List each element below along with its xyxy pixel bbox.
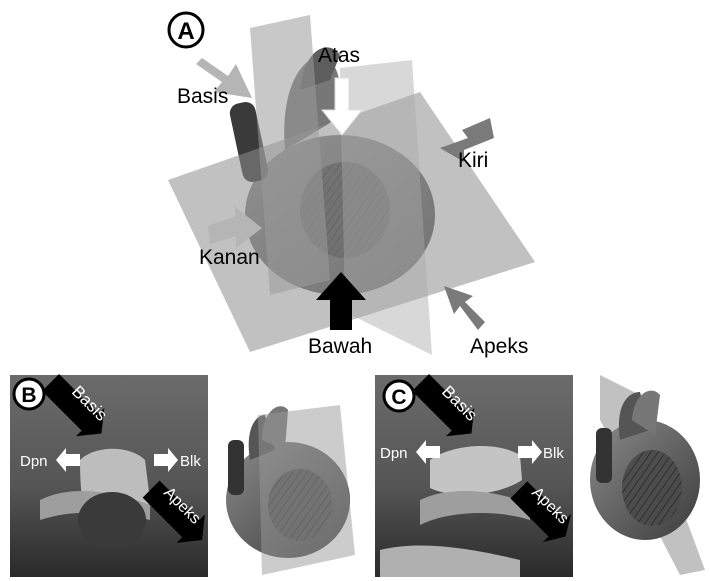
panel-a: A Atas Basis Kiri Kanan Bawah Apeks xyxy=(168,13,535,358)
arrow-apex xyxy=(444,286,485,330)
sagittal-plane-b xyxy=(258,405,355,575)
panel-b: B Basis Dpn Blk Apeks xyxy=(10,368,355,577)
label-left-c: Blk xyxy=(543,445,564,462)
label-apex: Apeks xyxy=(470,335,528,358)
panel-a-letter: A xyxy=(177,18,194,45)
panel-b-letter: B xyxy=(21,384,36,407)
label-left: Kiri xyxy=(458,149,488,172)
label-right: Kanan xyxy=(199,246,260,269)
label-right-b: Dpn xyxy=(20,453,48,470)
label-bottom: Bawah xyxy=(308,335,372,358)
label-top: Atas xyxy=(318,44,360,67)
panel-c: C Basis Dpn Blk Apeks xyxy=(375,368,705,577)
heart-illustration-b xyxy=(226,405,355,575)
label-base: Basis xyxy=(177,85,228,108)
panel-c-letter: C xyxy=(391,386,406,409)
heart-illustration-c xyxy=(590,375,705,575)
label-right-c: Dpn xyxy=(380,445,408,462)
mri-dark-b xyxy=(78,492,146,548)
label-left-b: Blk xyxy=(180,453,201,470)
